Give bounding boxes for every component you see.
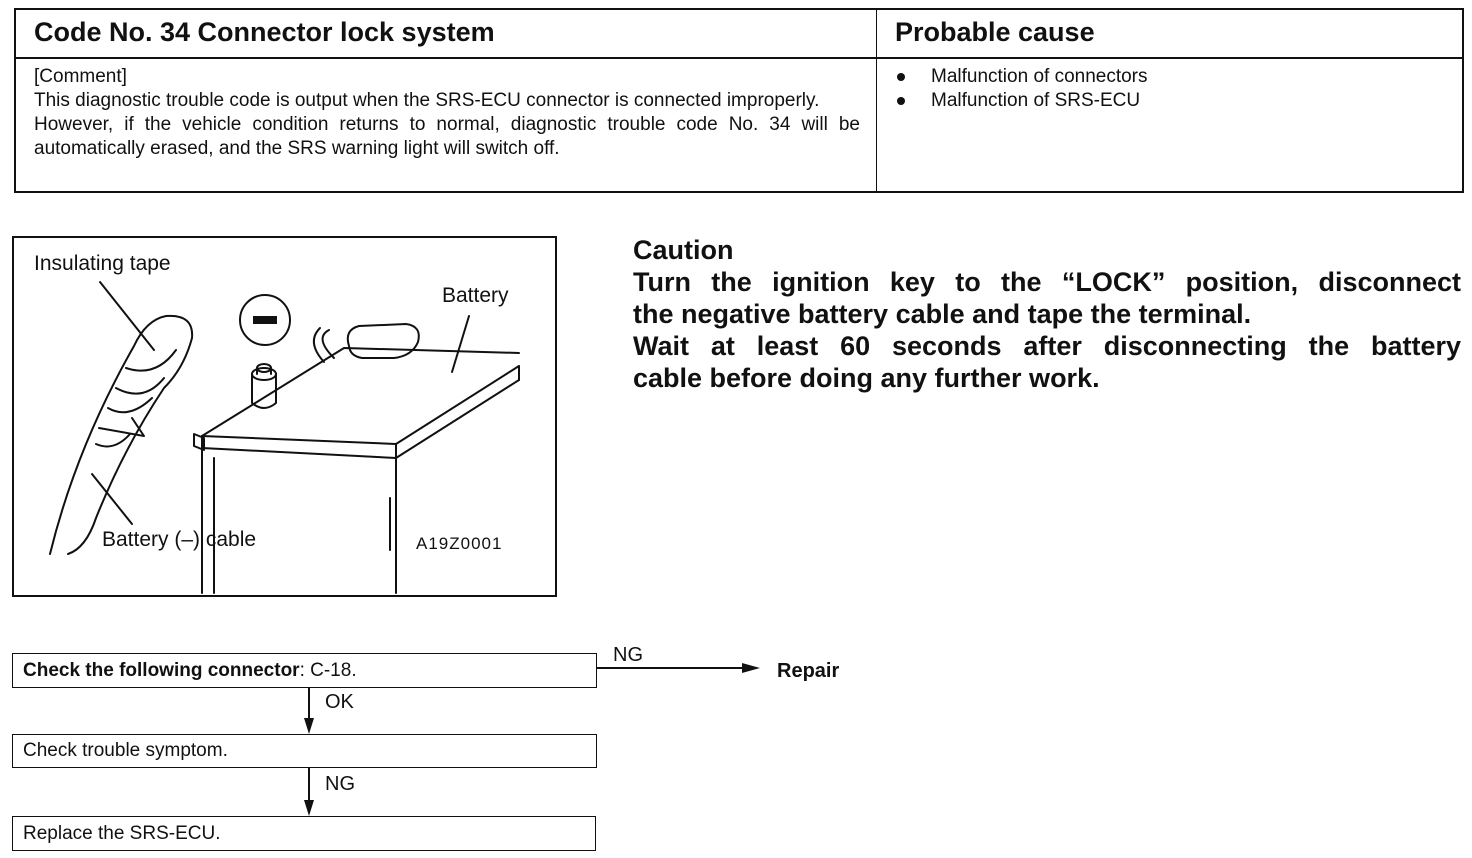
figure-code: A19Z0001 (416, 534, 503, 553)
step-check-connector: Check the following connector: C-18. (12, 653, 597, 688)
arrow-right-icon (742, 663, 760, 673)
comment-label: [Comment] (34, 66, 127, 87)
battery-illustration: Insulating tape Battery Battery (–) cabl… (12, 236, 557, 597)
ok-label: OK (325, 691, 354, 713)
comment-paragraph: However, if the vehicle condition return… (34, 114, 860, 159)
arrow-down-icon (304, 718, 314, 734)
repair-label: Repair (777, 660, 840, 682)
caution-line: Turn the ignition key to the “LOCK” posi… (633, 267, 1461, 297)
battery-cable-label: Battery (–) cable (102, 528, 257, 551)
step-check-connector-rest: : C-18. (299, 659, 357, 681)
cause-item: Malfunction of SRS-ECU (891, 89, 1148, 113)
comment-text: [Comment] This diagnostic trouble code i… (34, 65, 860, 161)
battery-drawing (49, 281, 520, 594)
cause-cell: Malfunction of connectors Malfunction of… (877, 59, 1462, 191)
step-check-symptom: Check trouble symptom. (12, 734, 597, 768)
minus-icon (253, 316, 277, 324)
caution-line: Wait at least 60 seconds after disconnec… (633, 331, 1461, 361)
probable-cause-title: Probable cause (895, 17, 1095, 47)
arrow-down-icon (304, 800, 314, 816)
caution-title: Caution (633, 235, 734, 265)
caution-line: the negative battery cable and tape the … (633, 299, 1252, 329)
bullet-icon (897, 73, 905, 81)
step-check-connector-bold: Check the following connector (23, 659, 300, 681)
battery-label: Battery (442, 284, 509, 307)
comment-cell: [Comment] This diagnostic trouble code i… (16, 59, 877, 191)
insulating-tape-label: Insulating tape (34, 252, 171, 275)
cause-item: Malfunction of connectors (891, 65, 1148, 89)
ng-label: NG (613, 644, 643, 666)
caution-line: cable before doing any further work. (633, 363, 1100, 393)
step-replace-ecu: Replace the SRS-ECU. (12, 816, 596, 851)
comment-paragraph: This diagnostic trouble code is output w… (34, 90, 820, 111)
ng-label: NG (325, 773, 355, 795)
code-title: Code No. 34 Connector lock system (34, 17, 495, 47)
probable-cause-list: Malfunction of connectors Malfunction of… (891, 65, 1148, 113)
diagnostic-code-table: Code No. 34 Connector lock system Probab… (14, 8, 1464, 193)
cause-header-cell: Probable cause (877, 10, 1462, 59)
bullet-icon (897, 97, 905, 105)
code-header-cell: Code No. 34 Connector lock system (16, 10, 877, 59)
caution-block: Caution Turn the ignition key to the “LO… (633, 234, 1461, 394)
